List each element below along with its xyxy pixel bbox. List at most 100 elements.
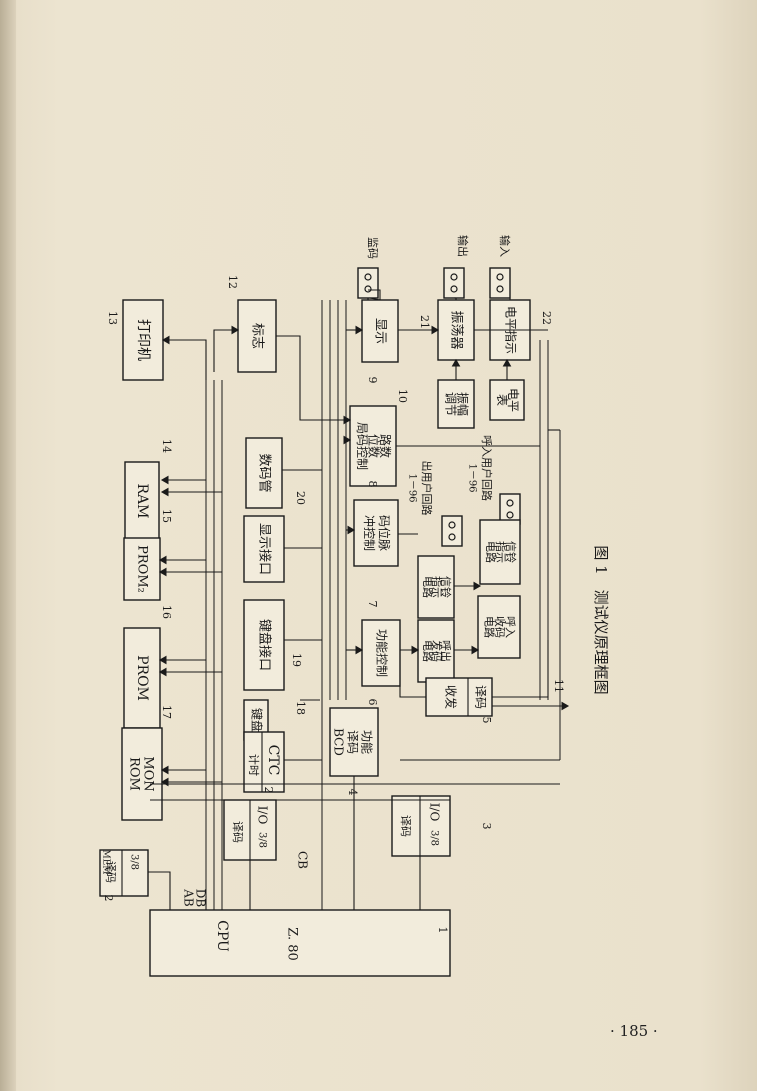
io-1-decode: 译码 bbox=[231, 821, 244, 843]
level-meter-label: 表 bbox=[495, 394, 509, 406]
callout-number: 21 bbox=[418, 315, 431, 329]
callout-number: 8 bbox=[366, 481, 379, 488]
callout-number: 19 bbox=[290, 653, 303, 667]
amp-adjust-block bbox=[437, 379, 475, 429]
page-number: · 185 · bbox=[610, 1022, 658, 1040]
ring-indicator-1-label: 信铃 bbox=[439, 576, 453, 598]
decode-5-label: 译码 bbox=[474, 685, 488, 709]
incoming-loop-range: 1－96 bbox=[467, 463, 478, 492]
callout-number: 14 bbox=[160, 439, 173, 453]
keyboard-label: 键盘 bbox=[250, 708, 265, 732]
digit-control-label: 路数 bbox=[378, 434, 393, 458]
func-decode-label: 译码 bbox=[346, 730, 360, 754]
callout-number: 2 bbox=[102, 895, 115, 902]
callout-number: 10 bbox=[396, 389, 409, 403]
callout-number: 5 bbox=[480, 717, 493, 724]
io-1-ratio: 3/8 bbox=[257, 832, 268, 848]
callout-number: 6 bbox=[366, 699, 379, 706]
output-label: 输出 bbox=[456, 235, 470, 257]
level-indicator-label: 电平指示 bbox=[504, 306, 519, 354]
digit-control-label: 位数 bbox=[367, 434, 382, 458]
callout-number: 12 bbox=[226, 275, 239, 289]
mon-rom-label: MON bbox=[141, 756, 156, 791]
ram-label: RAM bbox=[134, 484, 150, 519]
terminal-icon bbox=[450, 273, 458, 281]
callout-number: 16 bbox=[160, 605, 173, 619]
function-control-label: 功能控制 bbox=[375, 629, 389, 677]
ring-indicator-2-label: 指示 bbox=[494, 541, 508, 563]
callout-number: 18 bbox=[294, 701, 307, 715]
keyboard-interface-label: 键盘接口 bbox=[257, 619, 273, 671]
terminal-icon bbox=[450, 285, 458, 293]
terminal-icon bbox=[448, 521, 456, 529]
timing-label: 计时 bbox=[247, 754, 260, 776]
input-connector bbox=[489, 267, 511, 299]
signal-line bbox=[213, 325, 240, 372]
callout-number: 4 bbox=[346, 789, 359, 796]
z80-label: Z. 80 bbox=[285, 927, 300, 961]
mon-rom-label: ROM bbox=[127, 757, 142, 791]
call-receive-label: 电路 bbox=[483, 616, 496, 638]
display-interface-block bbox=[243, 515, 285, 583]
outgoing-loop-range: 1－96 bbox=[407, 473, 418, 502]
ring-indicator-2-label: 电路 bbox=[484, 541, 497, 563]
prom-label: PROM bbox=[134, 655, 150, 701]
amp-adjust-label: 调节 bbox=[444, 392, 458, 416]
printer-label: 打印机 bbox=[135, 319, 152, 361]
ctc-block bbox=[243, 731, 285, 793]
signal-line bbox=[161, 335, 207, 380]
display-interface-label: 显示接口 bbox=[257, 523, 273, 575]
io-2-label: I/O bbox=[428, 803, 442, 822]
terminal-icon bbox=[496, 273, 504, 281]
input-label: 输入 bbox=[498, 235, 512, 257]
monitor-code-connector bbox=[357, 267, 379, 299]
callout-number: 9 bbox=[366, 377, 379, 384]
level-meter-block bbox=[489, 379, 525, 421]
io-2-decode: 译码 bbox=[399, 815, 412, 837]
display-label: 显示 bbox=[373, 318, 388, 344]
level-meter-label: 电平 bbox=[506, 388, 520, 412]
call-send-label: 呼出 bbox=[439, 640, 453, 662]
terminal-icon bbox=[448, 533, 456, 541]
bus-label-cb: CB bbox=[296, 851, 310, 869]
prom2-label: PROM₂ bbox=[135, 545, 150, 593]
call-receive-label: 呼入 bbox=[504, 616, 517, 638]
flag-label: 标志 bbox=[250, 323, 265, 349]
call-send-block bbox=[417, 619, 455, 683]
prom-block bbox=[123, 627, 161, 729]
call-receive-block bbox=[477, 595, 521, 659]
oscillator-label: 振荡器 bbox=[449, 310, 464, 349]
mem-block bbox=[99, 849, 149, 897]
digit-control-block bbox=[349, 405, 397, 487]
terminal-icon bbox=[506, 511, 514, 519]
callout-number: 3 bbox=[480, 823, 493, 830]
keyboard-interface-block bbox=[243, 599, 285, 691]
digital-tube-block bbox=[245, 437, 283, 509]
pulse-control-block bbox=[353, 499, 399, 567]
bus-label-db: DB bbox=[194, 889, 208, 908]
func-decode-block bbox=[329, 707, 379, 777]
digital-tube-label: 数码管 bbox=[257, 453, 272, 492]
output-connector bbox=[443, 267, 465, 299]
outgoing-loop-connector bbox=[441, 515, 463, 547]
transceiver-label: 收发 bbox=[444, 685, 459, 709]
terminal-icon bbox=[506, 499, 514, 507]
terminal-icon bbox=[496, 285, 504, 293]
callout-number: 7 bbox=[366, 601, 379, 608]
ring-indicator-1-label: 指示 bbox=[430, 576, 444, 598]
call-receive-label: 收码 bbox=[493, 616, 507, 638]
cpu-label: CPU bbox=[214, 920, 230, 952]
func-decode-label: 功能 bbox=[360, 730, 374, 754]
figure-caption: 图 1 测试仪原理框图 bbox=[592, 545, 610, 694]
ring-indicator-1-block bbox=[417, 555, 455, 619]
monitor-code-label: 监码 bbox=[366, 237, 379, 259]
io-2-ratio: 3/8 bbox=[429, 830, 440, 846]
ring-indicator-2-block bbox=[479, 519, 521, 585]
outgoing-loop-label: 出用户回路 bbox=[420, 461, 434, 516]
pulse-control-label: 码位脉 bbox=[377, 515, 392, 551]
cpu-block bbox=[149, 909, 451, 977]
signal-line bbox=[492, 640, 549, 698]
incoming-loop-label: 呼入用户回路 bbox=[480, 435, 494, 501]
callout-number: 2 bbox=[262, 787, 275, 794]
